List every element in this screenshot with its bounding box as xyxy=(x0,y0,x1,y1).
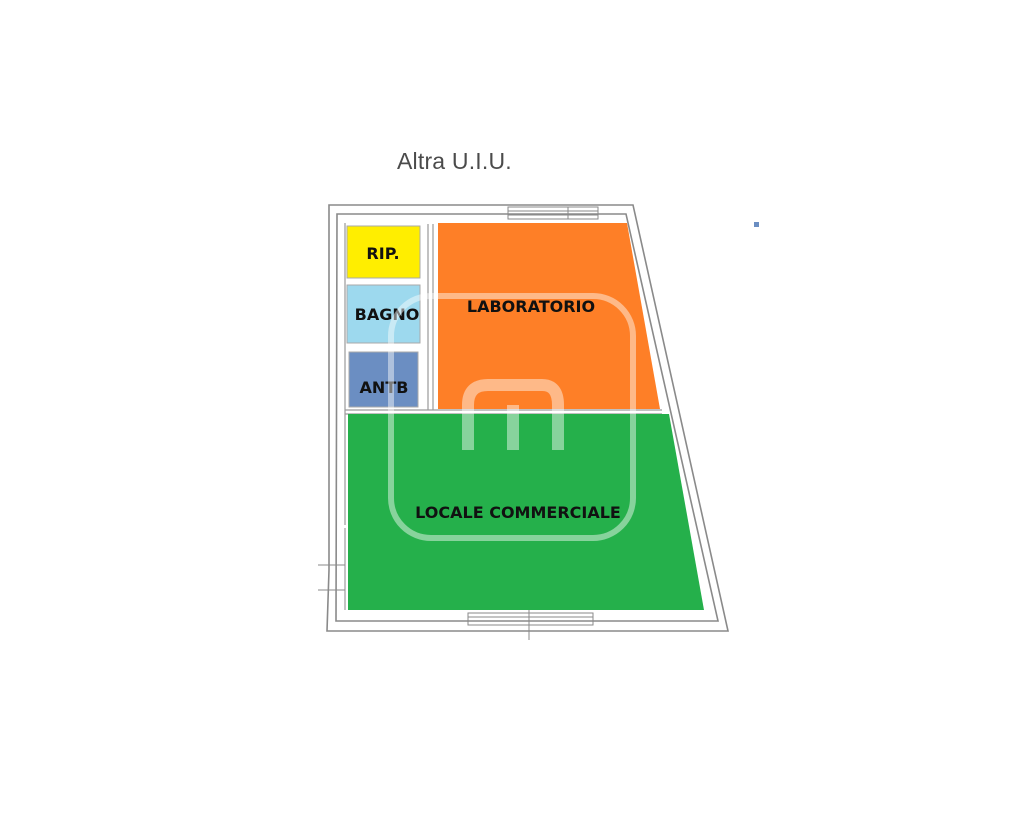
room-laboratorio-area xyxy=(438,223,660,409)
room-bagno-label: BAGNO xyxy=(355,305,420,324)
room-bagno: BAGNO xyxy=(346,284,421,344)
room-locale-commerciale: LOCALE COMMERCIALE xyxy=(348,414,704,610)
outer-wall-outline xyxy=(326,204,729,632)
room-antibagno: ANTB xyxy=(348,351,419,408)
plan-title: Altra U.I.U. xyxy=(397,148,512,174)
top-window xyxy=(507,206,599,220)
bottom-window-frame xyxy=(467,612,594,626)
room-locale-commerciale-area xyxy=(348,414,704,610)
room-ripostiglio-label: RIP. xyxy=(366,244,399,263)
watermark-m-shape xyxy=(462,379,564,450)
inner-wall-outline xyxy=(335,213,720,622)
room-ripostiglio-area xyxy=(346,225,421,279)
room-antibagno-area xyxy=(348,351,419,408)
agency-logo-icon xyxy=(388,293,636,541)
room-ripostiglio: RIP. xyxy=(346,225,421,279)
room-antibagno-label: ANTB xyxy=(360,378,409,397)
blue-dot-mark xyxy=(754,222,759,227)
left-door xyxy=(318,528,346,610)
bottom-window xyxy=(467,600,594,640)
room-bagno-area xyxy=(346,284,421,344)
room-laboratorio: LABORATORIO xyxy=(438,223,660,409)
room-locale-commerciale-label: LOCALE COMMERCIALE xyxy=(415,503,621,522)
outer-walls xyxy=(326,204,729,632)
watermark-frame xyxy=(388,293,636,541)
room-laboratorio-label: LABORATORIO xyxy=(467,297,595,316)
top-window-frame xyxy=(507,206,599,220)
